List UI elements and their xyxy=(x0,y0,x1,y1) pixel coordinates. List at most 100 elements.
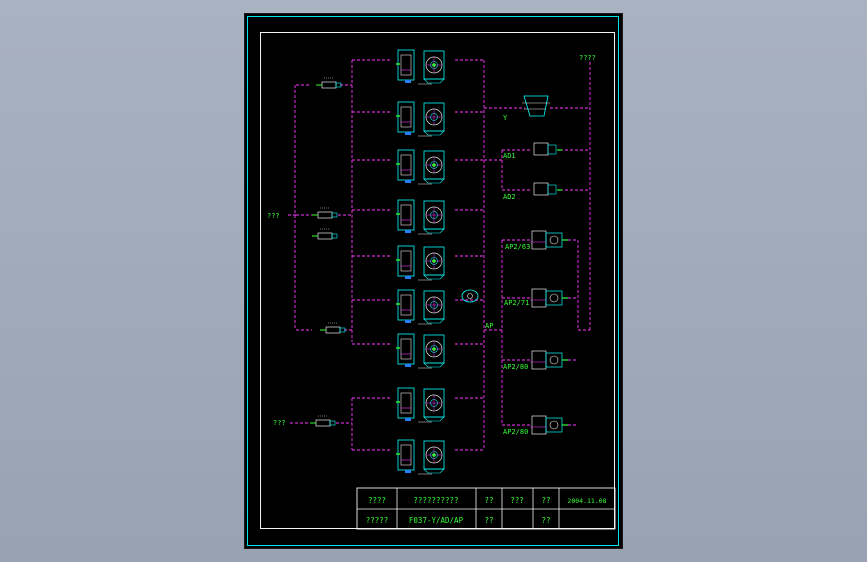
gear-unit xyxy=(396,245,445,281)
ap-gearbox xyxy=(545,417,563,433)
label-right-top: ???? xyxy=(579,54,596,62)
component-end xyxy=(329,420,336,426)
ap-gearbox xyxy=(545,232,563,248)
drawing-sheet xyxy=(244,13,623,549)
base-plate xyxy=(405,80,411,83)
base-plate xyxy=(405,470,411,473)
label-ap-item: AP2/80 xyxy=(503,428,528,436)
ap-body xyxy=(531,415,547,435)
ad-unit xyxy=(533,142,562,156)
title-date: 2004.11.08 xyxy=(567,497,606,505)
motor-housing xyxy=(397,49,415,81)
component-body xyxy=(317,232,333,240)
drawing-number: F037-Y/AD/AP xyxy=(409,516,464,525)
rotor-outline xyxy=(461,289,479,303)
motor-housing xyxy=(397,333,415,365)
title-cell: ???? xyxy=(368,496,386,505)
gear-unit xyxy=(396,333,445,369)
motor-body xyxy=(400,444,412,466)
small-component xyxy=(312,228,338,240)
motor-housing xyxy=(397,387,415,419)
small-rotor-symbol xyxy=(461,289,479,303)
label-branch-ap: AP xyxy=(485,322,493,330)
gear-unit xyxy=(396,49,445,85)
ap-body xyxy=(531,288,547,308)
ad-body xyxy=(533,182,549,196)
rotor-core xyxy=(467,293,473,299)
motor-housing xyxy=(397,149,415,181)
component-body xyxy=(321,81,337,89)
gearbox-foot xyxy=(423,130,445,136)
gear-unit xyxy=(396,289,445,325)
title-block: ???? ?????????? ?? ??? ?? 2004.11.08 ???… xyxy=(356,487,616,530)
hub-marker xyxy=(432,347,436,351)
component-end xyxy=(339,327,346,333)
motor-body xyxy=(400,294,412,316)
hub-marker xyxy=(432,453,436,457)
label-ap-item: AP2/63 xyxy=(505,243,530,251)
ap-unit xyxy=(530,350,568,370)
base-plate xyxy=(405,364,411,367)
ap-unit xyxy=(530,230,568,250)
base-plate xyxy=(405,132,411,135)
ap-gearbox xyxy=(545,290,563,306)
gearbox-foot xyxy=(423,318,445,324)
ad-flange xyxy=(547,144,557,155)
gear-unit xyxy=(396,387,445,423)
small-component xyxy=(310,415,336,427)
base-plate xyxy=(405,276,411,279)
component-end xyxy=(331,233,338,239)
ap-unit xyxy=(530,288,568,308)
ad-body xyxy=(533,142,549,156)
title-cell: ?? xyxy=(541,496,550,505)
title-cell: ?? xyxy=(484,496,493,505)
motor-housing xyxy=(397,199,415,231)
gearbox-foot xyxy=(423,274,445,280)
ap-wheel xyxy=(549,235,559,245)
label-ap-item: AP2/71 xyxy=(504,299,529,307)
gearbox-foot xyxy=(423,416,445,422)
motor-body xyxy=(400,106,412,128)
small-component xyxy=(320,322,346,334)
component-body xyxy=(315,419,331,427)
base-plate xyxy=(405,230,411,233)
connection-wires xyxy=(288,59,591,451)
ap-body xyxy=(531,230,547,250)
gear-unit-column xyxy=(396,49,479,475)
title-cell: ?????????? xyxy=(413,496,458,505)
inner-border-frame xyxy=(260,32,615,529)
base-plate xyxy=(405,418,411,421)
label-left-top: ??? xyxy=(267,212,280,220)
gearbox-foot xyxy=(423,78,445,84)
component-end xyxy=(335,82,342,88)
gear-unit xyxy=(396,199,445,235)
outer-border-frame xyxy=(247,16,619,546)
hub-marker xyxy=(432,259,436,263)
motor-body xyxy=(400,392,412,414)
ad-flange xyxy=(547,184,557,195)
component-body xyxy=(325,326,341,334)
left-side-components xyxy=(310,77,346,427)
gearbox-foot xyxy=(423,178,445,184)
ap-wheel xyxy=(549,420,559,430)
gearbox-foot xyxy=(423,228,445,234)
title-cell: ?? xyxy=(541,516,550,525)
gear-unit xyxy=(396,101,445,137)
hub-marker xyxy=(432,63,436,67)
funnel-unit xyxy=(522,95,550,117)
motor-body xyxy=(400,154,412,176)
motor-body xyxy=(400,338,412,360)
gear-unit xyxy=(396,439,445,475)
ap-gearbox xyxy=(545,352,563,368)
motor-body xyxy=(400,54,412,76)
motor-body xyxy=(400,250,412,272)
motor-body xyxy=(400,204,412,226)
ap-wheel xyxy=(549,355,559,365)
component-body xyxy=(317,211,333,219)
label-ap-item: AP2/80 xyxy=(503,363,528,371)
label-branch-ad2: AD2 xyxy=(503,193,516,201)
motor-housing xyxy=(397,245,415,277)
gear-unit xyxy=(396,149,445,185)
label-branch-y: Y xyxy=(503,114,508,122)
ad-unit xyxy=(533,182,562,196)
